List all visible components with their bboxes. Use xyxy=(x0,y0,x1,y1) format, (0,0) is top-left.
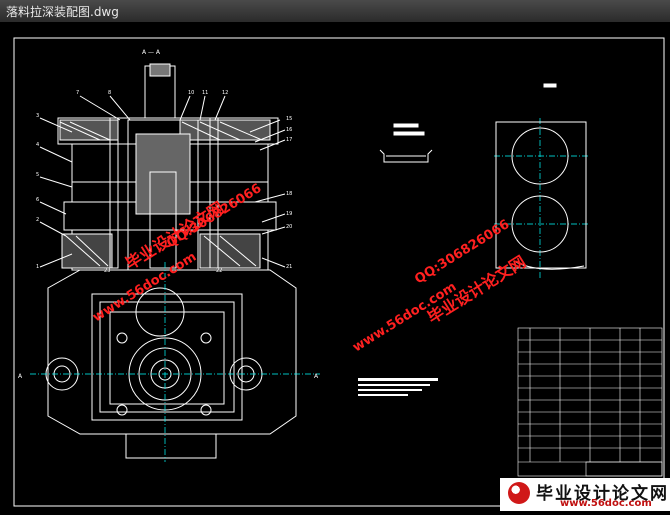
logo-ball-icon xyxy=(508,482,530,504)
section-label: A — A xyxy=(142,49,161,56)
svg-text:11: 11 xyxy=(202,90,208,96)
plan-view xyxy=(45,269,297,459)
parts-list xyxy=(517,327,663,477)
svg-text:2: 2 xyxy=(36,217,39,223)
section-view: A — A xyxy=(39,49,286,271)
svg-text:A: A xyxy=(18,373,23,380)
svg-text:15: 15 xyxy=(286,116,292,122)
svg-text:5: 5 xyxy=(36,172,39,178)
logo-url: www.56doc.com xyxy=(560,498,652,509)
strip-layout xyxy=(495,83,587,270)
svg-text:10: 10 xyxy=(188,90,194,96)
svg-text:21: 21 xyxy=(286,264,292,270)
svg-text:12: 12 xyxy=(222,90,228,96)
svg-text:6: 6 xyxy=(36,197,39,203)
tech-notes xyxy=(358,378,438,396)
svg-text:17: 17 xyxy=(286,137,292,143)
drawing-frame xyxy=(13,37,665,507)
site-logo: 毕业设计论文网 www.56doc.com xyxy=(500,478,670,511)
svg-text:18: 18 xyxy=(286,191,292,197)
svg-text:4: 4 xyxy=(36,142,39,148)
svg-text:22: 22 xyxy=(216,268,222,274)
svg-text:8: 8 xyxy=(108,90,111,96)
svg-text:16: 16 xyxy=(286,127,292,133)
center-lines xyxy=(30,118,590,462)
axis-marks: A A xyxy=(18,373,319,380)
workpiece-sketch xyxy=(379,123,433,163)
svg-text:1: 1 xyxy=(36,264,39,270)
svg-text:A: A xyxy=(314,373,319,380)
svg-text:19: 19 xyxy=(286,211,292,217)
window-titlebar: 落料拉深装配图.dwg xyxy=(0,0,670,23)
svg-text:20: 20 xyxy=(286,224,292,230)
svg-text:7: 7 xyxy=(76,90,79,96)
logo-text: 毕业设计论文网 xyxy=(536,484,669,504)
svg-text:23: 23 xyxy=(104,268,110,274)
window-title: 落料拉深装配图.dwg xyxy=(6,5,119,19)
svg-text:3: 3 xyxy=(36,113,39,119)
